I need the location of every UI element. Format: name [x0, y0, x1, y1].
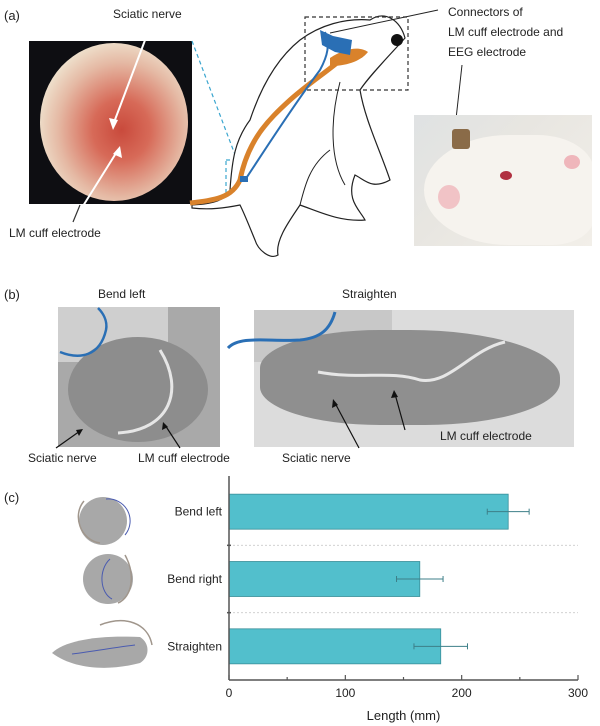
- rat-posture-icons: [52, 497, 153, 668]
- bar-straighten: [228, 628, 442, 665]
- panel-a-label: (a): [4, 8, 20, 23]
- label-lm-cuff-straighten: LM cuff electrode: [440, 429, 532, 443]
- panel-a-overlay: [72, 9, 463, 257]
- title-straighten: Straighten: [342, 287, 397, 301]
- label-connectors-line1: Connectors of: [448, 5, 523, 19]
- category-label: Straighten: [167, 639, 222, 653]
- electrode-bend-left: [59, 307, 108, 357]
- head-connector-photo: [452, 129, 470, 149]
- rat-diagram-outline: [191, 15, 406, 257]
- xray-bend-left: [58, 307, 220, 447]
- label-connectors-line2: LM cuff electrode and: [448, 25, 564, 39]
- bar-bend-left: [228, 493, 509, 530]
- nerve-orange-path: [189, 50, 352, 206]
- arrow-sciatic-nerve: [112, 26, 151, 126]
- category-label: Bend left: [175, 505, 223, 519]
- category-label: Bend right: [167, 572, 222, 586]
- head-dashed-box: [304, 16, 409, 91]
- cuff-trace-bend-left: [117, 349, 174, 435]
- head-connector: [320, 30, 352, 55]
- x-tick-label: 300: [568, 686, 588, 700]
- rat-icon-straighten: [52, 620, 153, 668]
- zoom-line-top: [191, 40, 238, 161]
- panel-b-label: (b): [4, 287, 20, 302]
- panel-c-label: (c): [4, 490, 20, 505]
- label-lm-cuff-a: LM cuff electrode: [9, 226, 101, 240]
- x-tick-label: 0: [226, 686, 233, 700]
- rat-icon-bend-left: [77, 497, 131, 545]
- rat-head-photo: [414, 115, 592, 246]
- x-axis-label: Length (mm): [367, 708, 441, 723]
- arrow-head-sciatic: [109, 118, 118, 130]
- cuff-trace-straighten: [317, 340, 506, 382]
- label-connectors-line3: EEG electrode: [448, 45, 527, 59]
- rat-icon-bend-right: [83, 554, 133, 604]
- x-tick-label: 200: [452, 686, 472, 700]
- xray-straighten: [254, 310, 574, 447]
- electrode-straighten: [226, 311, 337, 350]
- label-lm-cuff-bend-left: LM cuff electrode: [138, 451, 230, 465]
- arrow-lm-cuff: [72, 149, 119, 223]
- label-sciatic-nerve-a: Sciatic nerve: [113, 7, 182, 21]
- cuff-marker: [240, 176, 248, 182]
- panel-b-overlay: [55, 307, 506, 449]
- bar-bend-right: [228, 561, 421, 597]
- label-sciatic-nerve-straighten: Sciatic nerve: [282, 451, 351, 465]
- arrow-head-lm: [113, 146, 122, 158]
- rat-nose: [391, 34, 403, 46]
- title-bend-left: Bend left: [98, 287, 146, 301]
- label-sciatic-nerve-bend-left: Sciatic nerve: [28, 451, 97, 465]
- x-tick-label: 100: [335, 686, 355, 700]
- label-connectors: Connectors of LM cuff electrode and EEG …: [448, 2, 563, 62]
